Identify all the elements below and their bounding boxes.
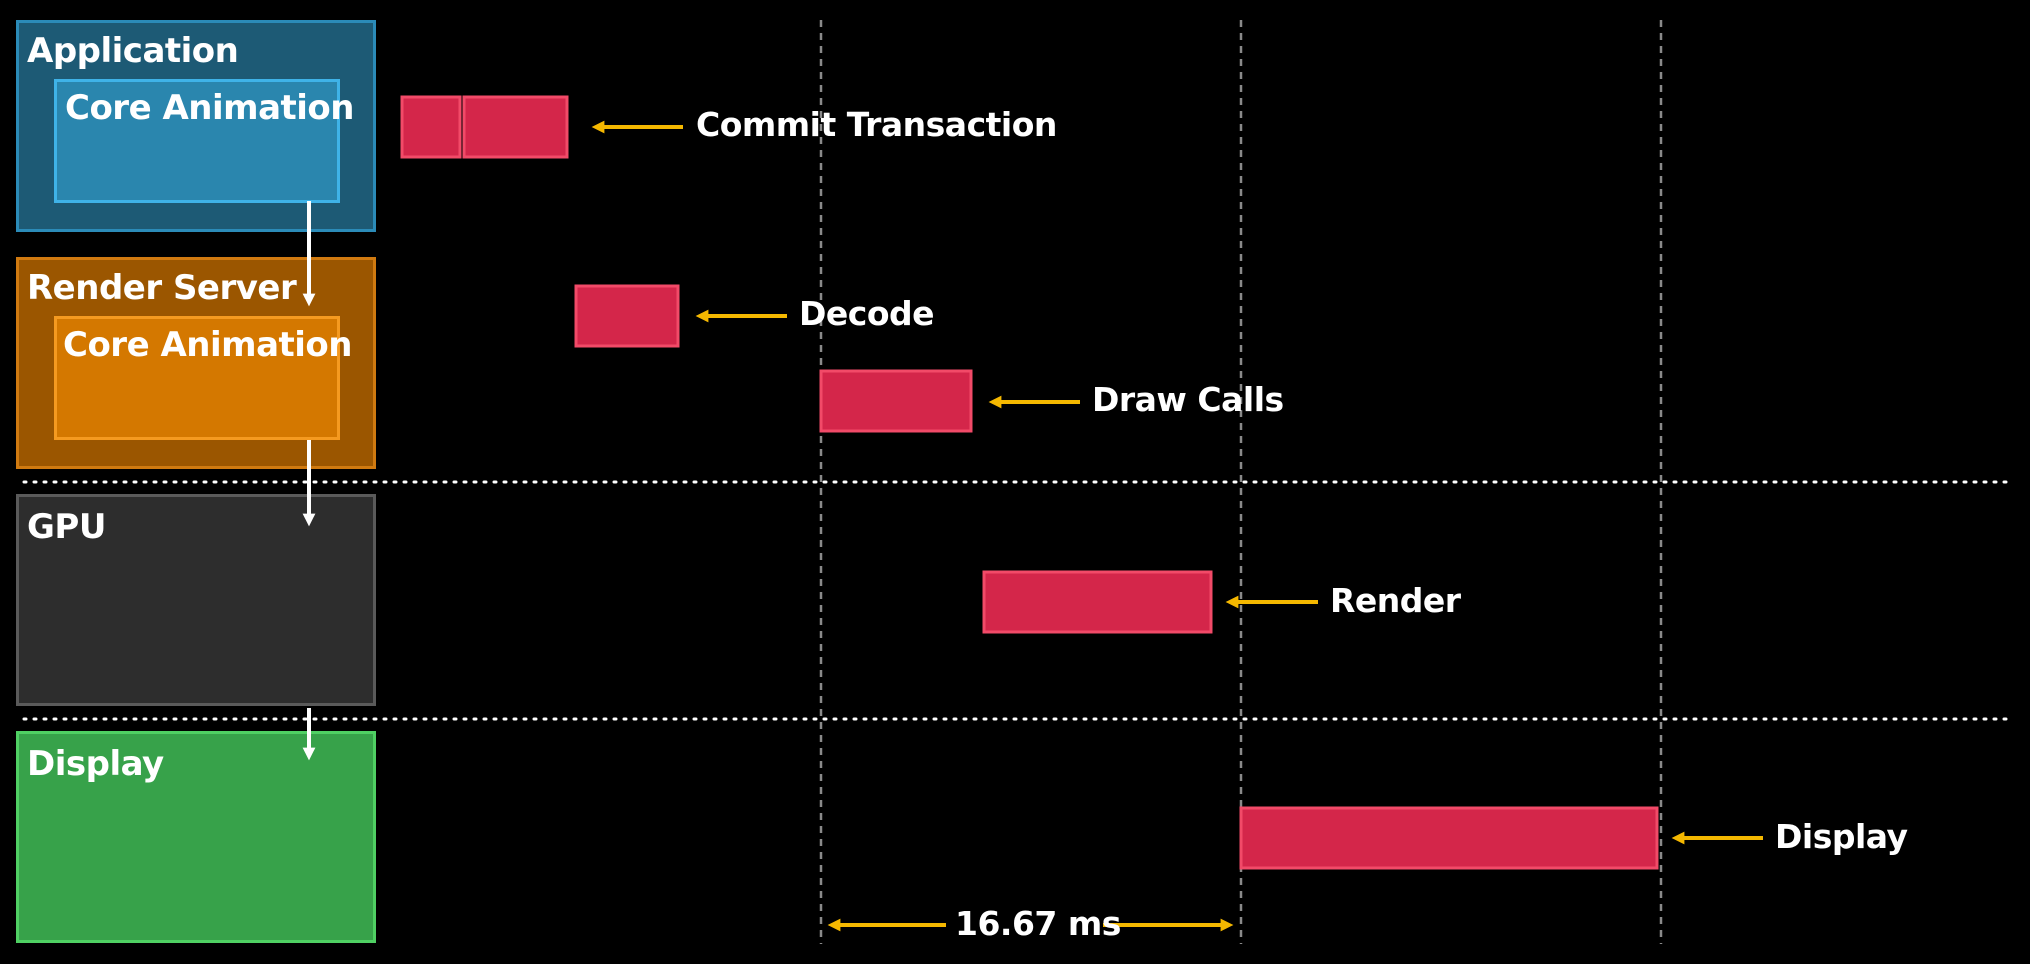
application-label: Application: [27, 31, 239, 71]
gpu-label: GPU: [27, 507, 106, 547]
frame-interval-label: 16.67 ms: [955, 904, 1121, 943]
application-layer: Application Core Animation: [16, 20, 376, 232]
display-label: Display: [27, 744, 164, 784]
render-server-layer: Render Server Core Animation: [16, 257, 376, 469]
display-callout-label: Display: [1775, 817, 1908, 856]
render-server-core-animation-label: Core Animation: [63, 325, 353, 365]
render-server-core-animation: Core Animation: [54, 316, 353, 440]
commit-transaction-label: Commit Transaction: [696, 105, 1057, 144]
commit-bar-1: [400, 95, 462, 159]
render-server-label: Render Server: [27, 268, 297, 308]
commit-bar-2: [462, 95, 569, 159]
draw-calls-bar: [819, 369, 973, 433]
gpu-layer: GPU: [16, 494, 376, 706]
application-core-animation-label: Core Animation: [65, 88, 355, 128]
application-core-animation: Core Animation: [54, 79, 355, 203]
render-label: Render: [1330, 581, 1461, 620]
decode-bar: [574, 284, 680, 348]
display-bar: [1239, 806, 1659, 870]
draw-calls-label: Draw Calls: [1092, 380, 1284, 419]
decode-label: Decode: [799, 294, 935, 333]
render-bar: [982, 570, 1213, 634]
display-layer: Display: [16, 731, 376, 943]
